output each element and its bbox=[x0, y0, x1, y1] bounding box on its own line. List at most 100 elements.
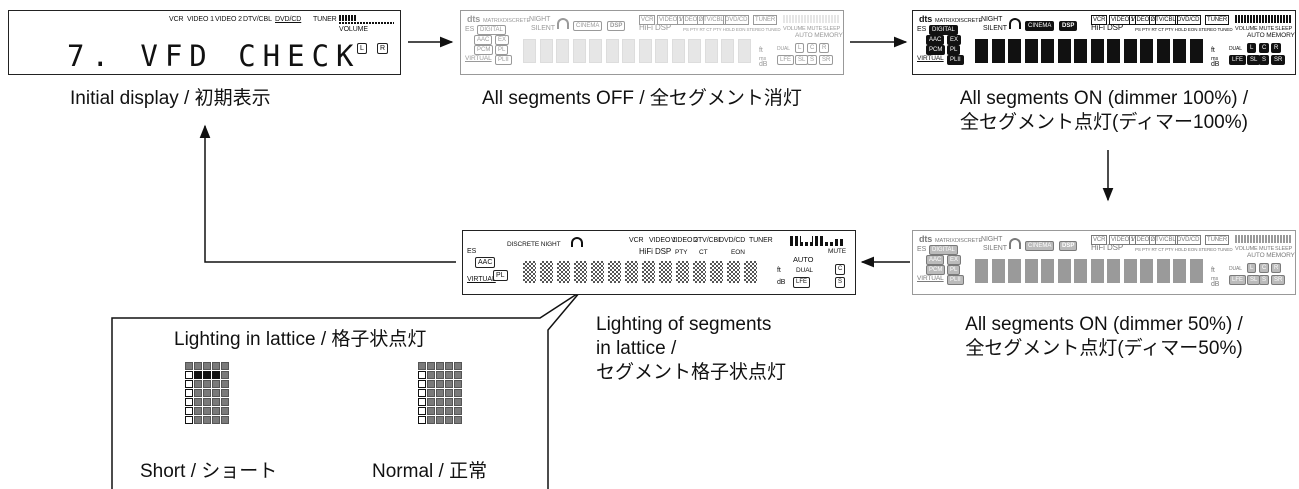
caption-all-on-50-line2: 全セグメント点灯(ディマー50%) bbox=[965, 338, 1243, 359]
db-label: dB bbox=[759, 61, 768, 68]
char-cell bbox=[975, 259, 988, 283]
lattice-char-cell bbox=[523, 261, 536, 283]
channel-c: C bbox=[1259, 43, 1270, 53]
lattice-dot bbox=[427, 362, 435, 370]
lattice-dot bbox=[203, 389, 211, 397]
mute-label: MUTE bbox=[1259, 26, 1275, 32]
lattice-dot bbox=[436, 371, 444, 379]
lattice-dot bbox=[436, 380, 444, 388]
char-cell bbox=[704, 39, 718, 63]
channel-r: R bbox=[819, 43, 830, 53]
lattice-dot bbox=[418, 398, 426, 406]
input-indicator: TUNER bbox=[1205, 235, 1230, 245]
ms-label: ms bbox=[1211, 276, 1219, 282]
matrix-indicator: MATRIX bbox=[935, 238, 955, 244]
char-cell bbox=[991, 39, 1005, 63]
callout-title: Lighting in lattice / 格子状点灯 bbox=[174, 329, 427, 350]
lattice-char-cell bbox=[591, 261, 604, 283]
ms-label: ms bbox=[759, 56, 767, 62]
char-cell bbox=[1074, 259, 1087, 283]
channel-l: L bbox=[357, 43, 367, 54]
input-indicator: DVD/CD bbox=[723, 15, 750, 25]
char-cell bbox=[737, 39, 751, 63]
ex-indicator: EX bbox=[947, 255, 962, 265]
lattice-dot bbox=[203, 371, 211, 379]
digital-indicator: DIGITAL bbox=[929, 25, 958, 35]
lattice-discrete-night: DISCRETE NIGHT bbox=[507, 241, 561, 248]
char-cell bbox=[1041, 259, 1054, 283]
input-indicator: VCR bbox=[639, 15, 656, 25]
lattice-level-bars bbox=[790, 236, 845, 246]
matrix-indicator: MATRIX bbox=[483, 18, 503, 24]
night-indicator: NIGHT bbox=[981, 16, 1003, 23]
lattice-lfe: LFE bbox=[793, 277, 811, 288]
lattice-dot bbox=[454, 371, 462, 379]
auto-memory-label: AUTO MEMORY bbox=[795, 32, 843, 39]
lattice-dot bbox=[418, 362, 426, 370]
lattice-dot bbox=[454, 380, 462, 388]
lattice-dot bbox=[418, 407, 426, 415]
char-cell bbox=[688, 39, 701, 63]
lattice-dot bbox=[445, 371, 453, 379]
channel-sr: SR bbox=[819, 55, 834, 65]
virtual-indicator: VIRTUAL bbox=[465, 55, 492, 62]
lattice-dot bbox=[212, 389, 220, 397]
char-cell bbox=[1140, 259, 1153, 283]
lattice-dot bbox=[436, 389, 444, 397]
headphone-icon bbox=[1009, 238, 1021, 249]
discrete-indicator: DISCRETE bbox=[955, 18, 983, 24]
rds-indicators: PS PTY RT CT PTY HOLD EON STEREO TUNED bbox=[683, 27, 781, 32]
dts-logo: dts bbox=[919, 14, 933, 24]
lattice-dot bbox=[221, 416, 229, 424]
channel-c: C bbox=[807, 43, 818, 53]
input-indicator: VIDEO 2 bbox=[1129, 235, 1156, 245]
char-cell bbox=[655, 39, 668, 63]
discrete-indicator: DISCRETE bbox=[503, 18, 531, 24]
lattice-dot bbox=[203, 407, 211, 415]
lattice-dot bbox=[427, 371, 435, 379]
input-indicator: DVD/CD bbox=[719, 237, 746, 244]
mute-label: MUTE bbox=[1259, 246, 1275, 252]
volume-bar bbox=[1235, 15, 1291, 23]
lattice-dot bbox=[194, 389, 202, 397]
char-cell bbox=[1156, 259, 1170, 283]
lattice-dot bbox=[185, 371, 193, 379]
lattice-dot bbox=[221, 389, 229, 397]
char-cell bbox=[622, 39, 635, 63]
lattice-dot bbox=[185, 398, 193, 406]
caption-all-on-100: All segments ON (dimmer 100%) / 全セグメント点灯… bbox=[912, 87, 1296, 135]
pl2-indicator: PLII bbox=[947, 55, 964, 65]
lattice-dot bbox=[221, 362, 229, 370]
input-indicator: VIDEO 2 bbox=[671, 237, 698, 244]
input-indicator: VCR bbox=[1091, 235, 1108, 245]
char-cell bbox=[1008, 259, 1021, 283]
digital-indicator: DIGITAL bbox=[929, 245, 958, 255]
lattice-dot bbox=[427, 407, 435, 415]
auto-memory-label: AUTO MEMORY bbox=[1247, 32, 1295, 39]
virtual-indicator: VIRTUAL bbox=[917, 55, 944, 62]
lattice-char-cell bbox=[608, 261, 621, 283]
headphone-icon bbox=[557, 18, 569, 29]
auto-memory-label: AUTO MEMORY bbox=[1247, 252, 1295, 259]
volume-bar bbox=[1235, 235, 1291, 243]
char-cell bbox=[1189, 39, 1203, 63]
channel-s: S bbox=[1259, 275, 1270, 285]
ms-label: ms bbox=[1211, 56, 1219, 62]
char-cell bbox=[539, 39, 553, 63]
ft-label: ft bbox=[759, 47, 763, 54]
lattice-dot bbox=[436, 398, 444, 406]
input-indicator: DVD/CD bbox=[1175, 15, 1202, 25]
lattice-char-cell bbox=[557, 261, 570, 283]
matrix-indicator: MATRIX bbox=[935, 18, 955, 24]
lattice-db: dB bbox=[777, 279, 786, 286]
lattice-dot bbox=[203, 416, 211, 424]
char-cell bbox=[1123, 259, 1137, 283]
es-indicator: ES bbox=[465, 26, 475, 33]
lattice-dot bbox=[436, 362, 444, 370]
lattice-char-cell bbox=[659, 261, 672, 283]
hifi-dsp-indicator: HiFi DSP bbox=[1091, 243, 1124, 252]
silent-indicator: SILENT bbox=[531, 25, 555, 32]
input-indicator: DTV/CBL bbox=[1149, 15, 1178, 25]
lattice-es: ES bbox=[467, 248, 477, 255]
lattice-dot bbox=[203, 380, 211, 388]
